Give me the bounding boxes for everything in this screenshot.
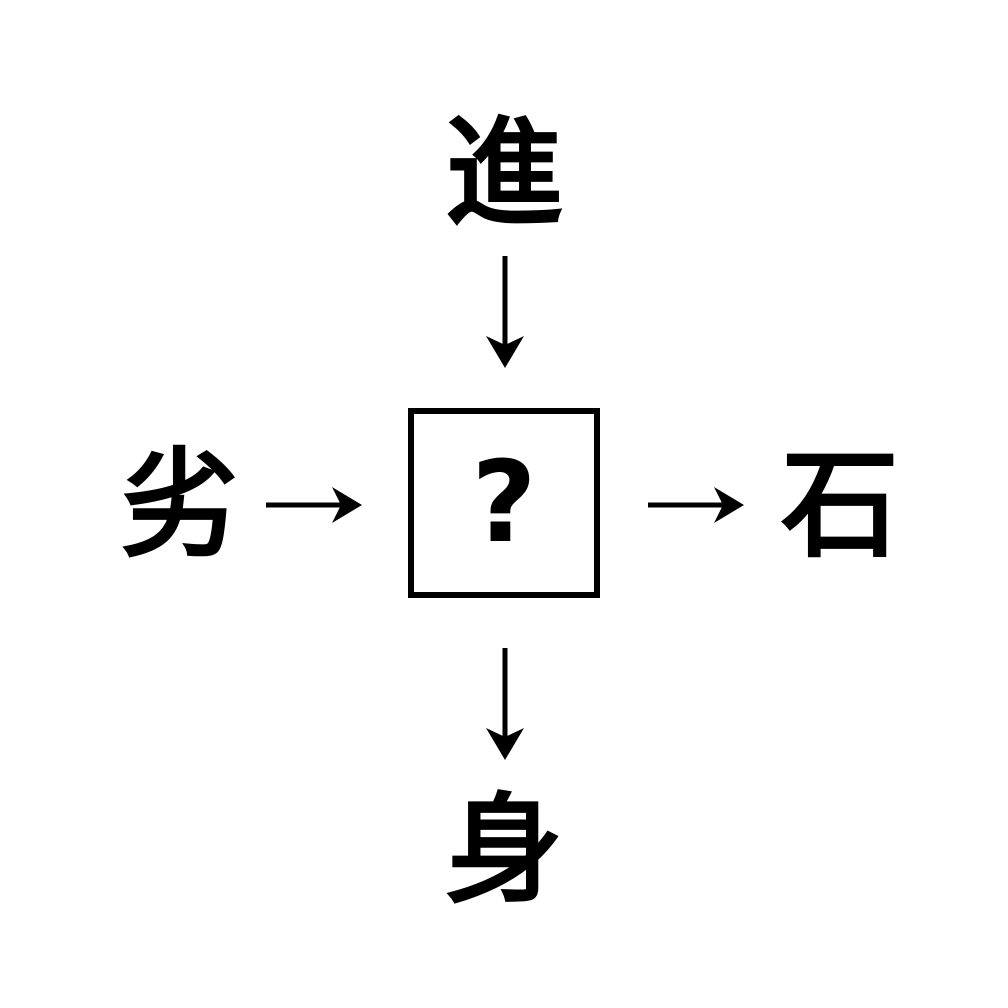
arrow-down-icon-bottom [478, 648, 532, 760]
kanji-right: 石 [780, 436, 899, 574]
arrow-right-icon-right [648, 478, 744, 532]
arrow-right-icon-left [266, 478, 362, 532]
question-mark-placeholder: ? [471, 438, 537, 568]
kanji-bottom: 身 [444, 781, 563, 919]
kanji-left: 劣 [120, 436, 239, 574]
kanji-top: 進 [444, 104, 563, 242]
answer-box[interactable]: ? [408, 408, 600, 598]
arrow-down-icon-top [478, 256, 532, 368]
